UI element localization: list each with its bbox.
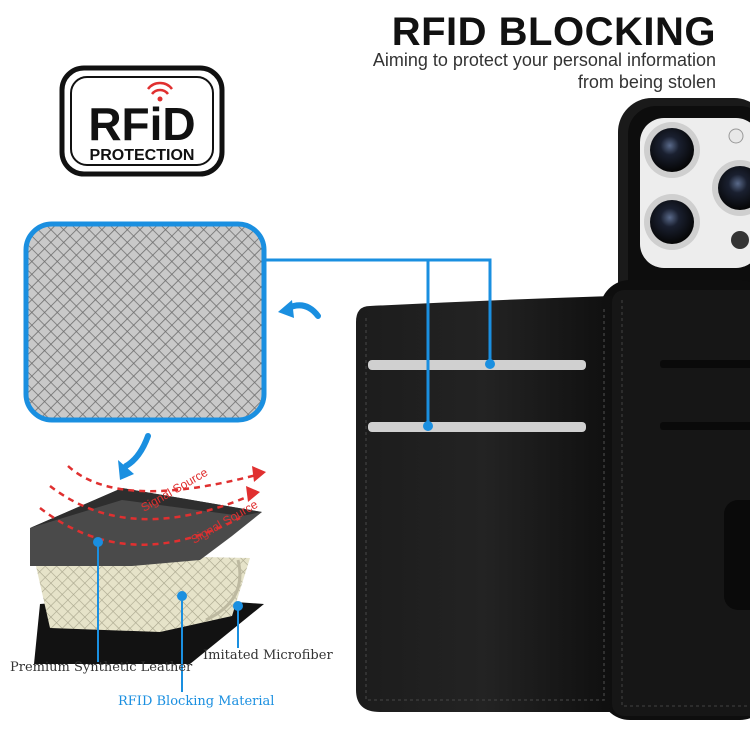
arrow-head-icon <box>278 300 294 318</box>
page-title: RFID BLOCKING <box>391 10 716 54</box>
badge-caption: PROTECTION <box>90 147 195 164</box>
layer-diagram <box>30 488 264 664</box>
callout-lines <box>264 258 492 426</box>
badge-logo-text: RFiD <box>88 98 195 150</box>
rfid-mesh-swatch <box>23 221 267 423</box>
rfid-protection-badge: RFiD PROTECTION <box>59 65 225 177</box>
signal-arrows <box>39 465 261 546</box>
wifi-signal-icon <box>147 81 173 102</box>
signal-arrow-head-icon <box>252 466 266 482</box>
callout-dot <box>485 359 495 369</box>
subtitle-line-1: Aiming to protect your personal informat… <box>372 50 716 70</box>
camera-lens-icon <box>644 122 750 250</box>
down-arrow-head-icon <box>118 460 134 480</box>
rfid-material-label: RFID Blocking Material <box>118 694 275 709</box>
layer-pointers <box>93 537 243 692</box>
down-arrow-icon <box>123 433 151 469</box>
callout-dot <box>423 421 433 431</box>
microfiber-label: Imitated Microfiber <box>203 648 333 663</box>
phone-body <box>618 98 750 328</box>
premium-leather-label: Premium Synthetic Leather <box>10 660 193 675</box>
subtitle-line-2: from being stolen <box>577 72 716 92</box>
signal-arrow-head-icon <box>246 486 260 502</box>
wallet-case <box>356 280 750 720</box>
